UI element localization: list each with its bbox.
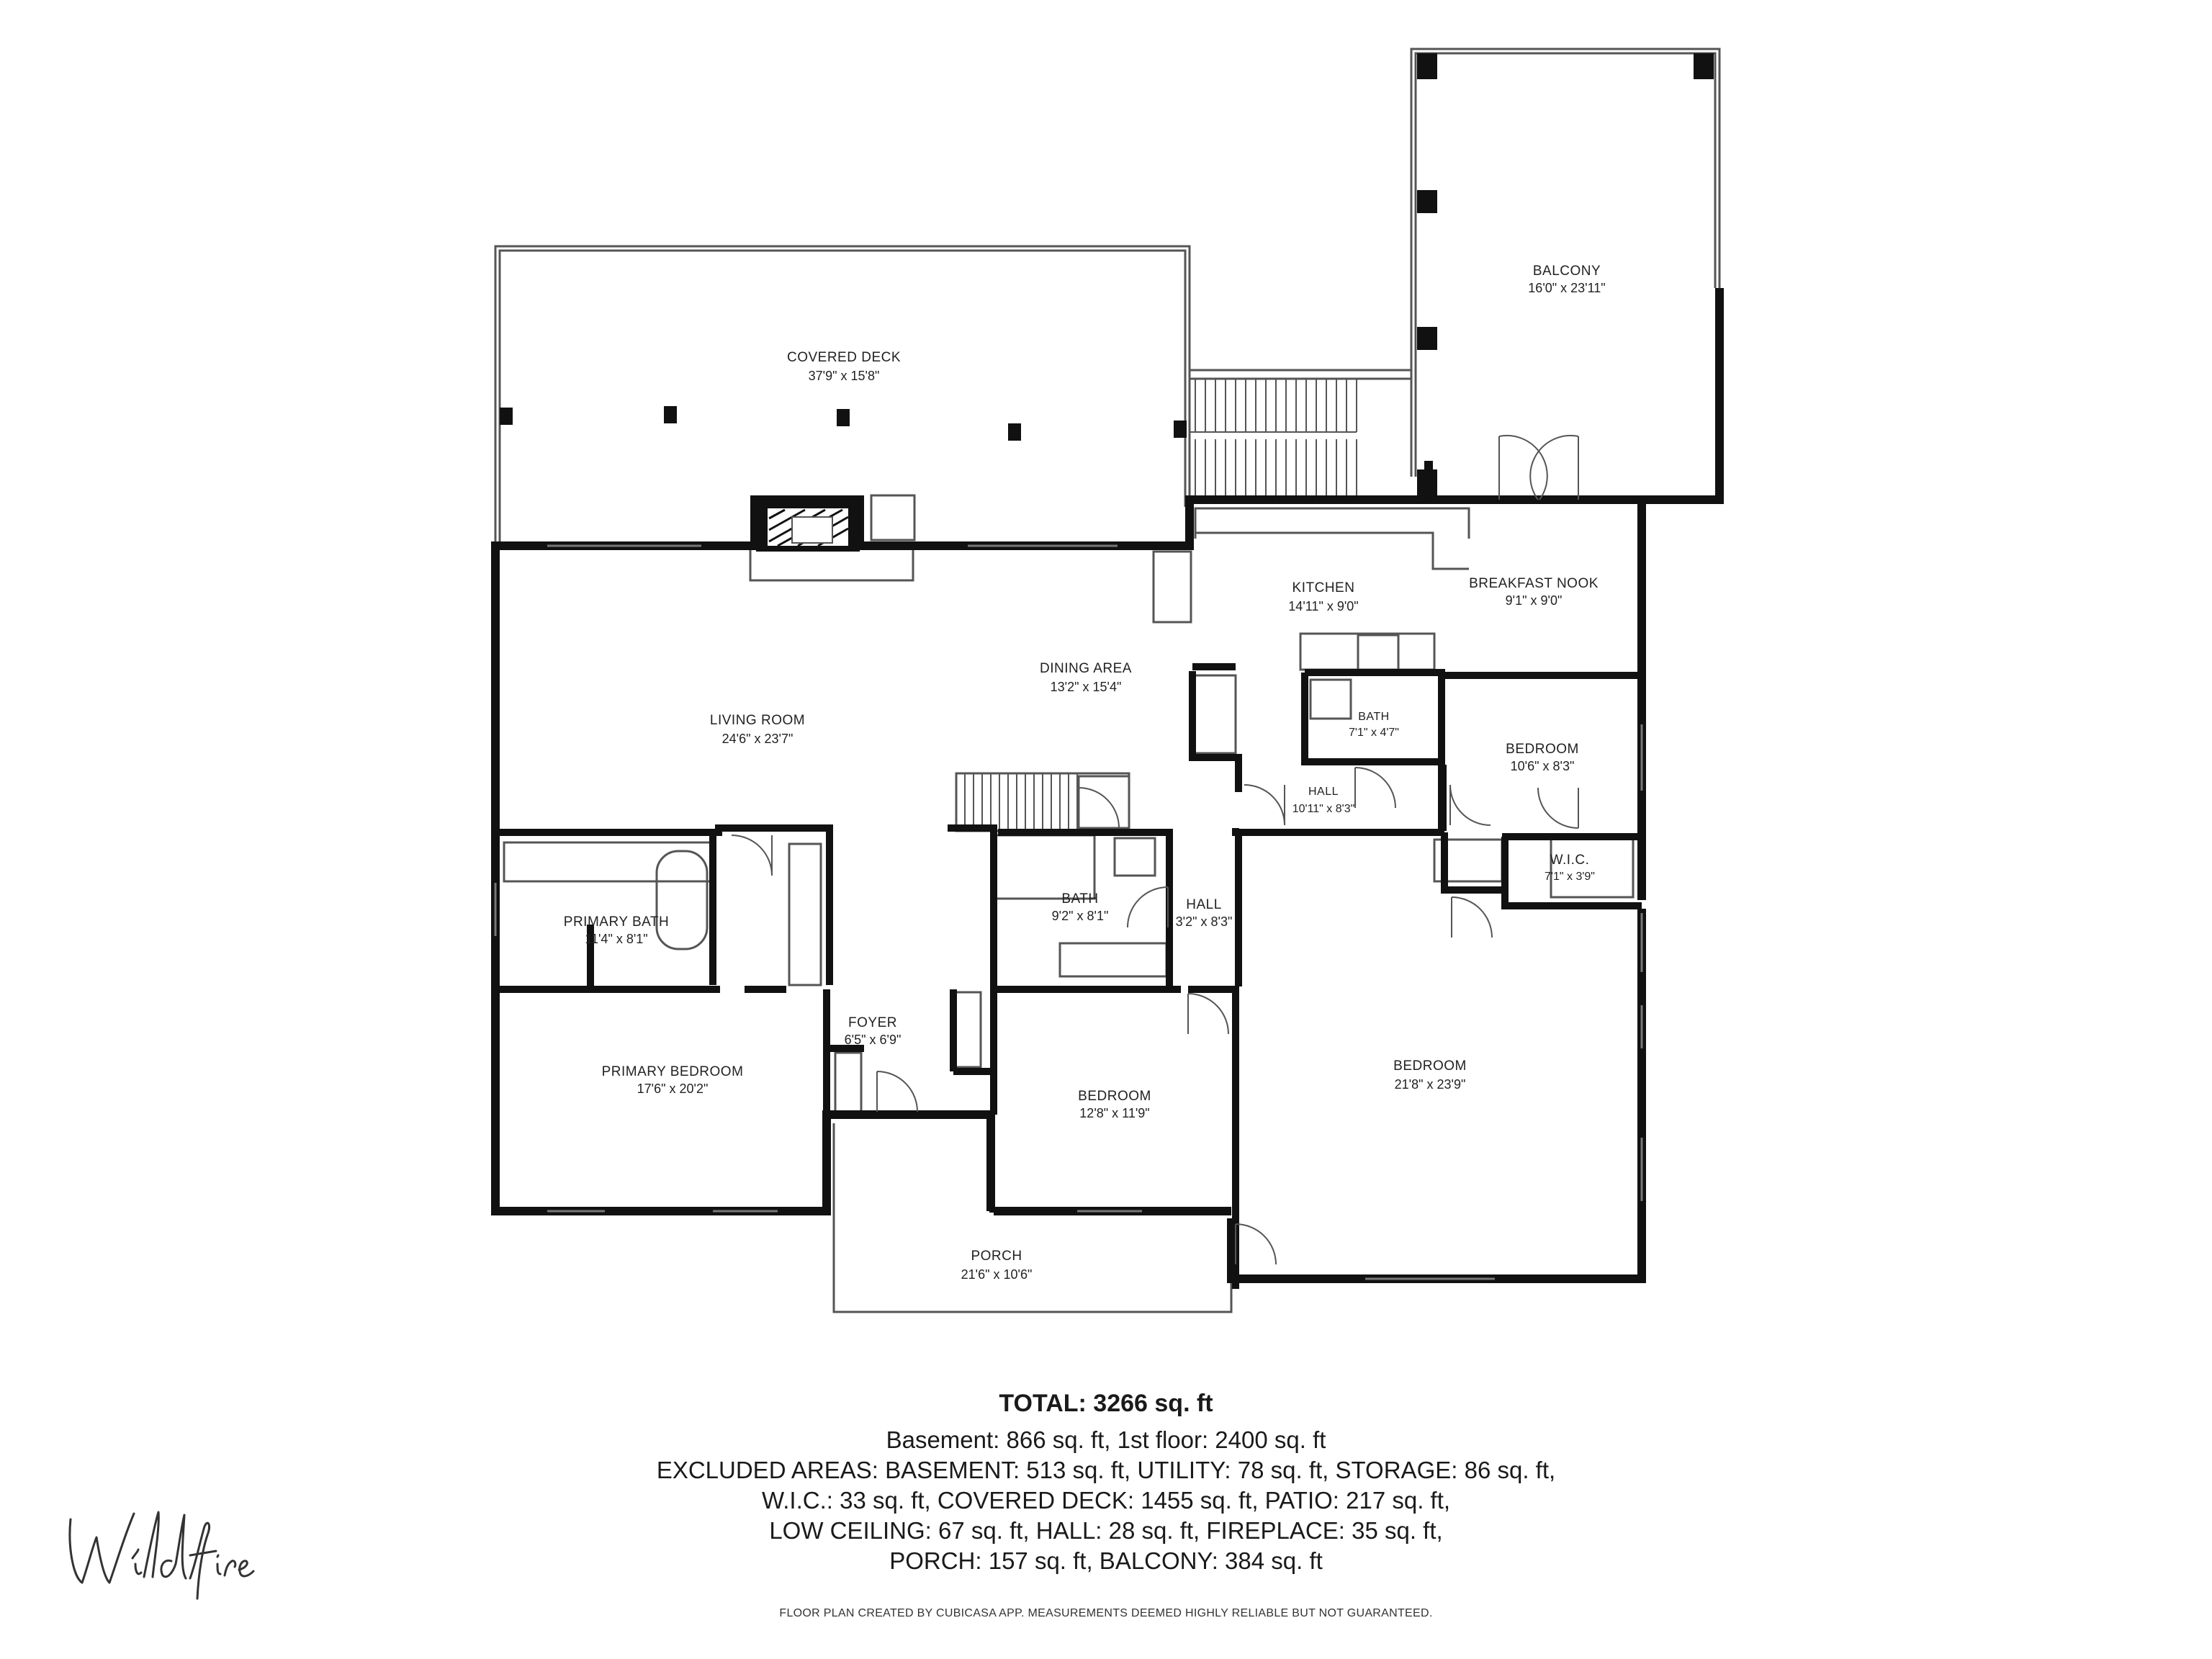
room-name-foyer: FOYER [848, 1015, 897, 1030]
room-name-wic: W.I.C. [1550, 853, 1590, 868]
room-name-balcony: BALCONY [1533, 264, 1601, 279]
room-name-bedroom-large: BEDROOM [1393, 1058, 1467, 1074]
room-dim-bedroom-center: 12'8" x 11'9" [1079, 1106, 1149, 1120]
doors [731, 434, 1579, 1265]
room-name-bedroom-ne: BEDROOM [1506, 742, 1579, 757]
room-dim-living-room: 24'6" x 23'7" [722, 732, 793, 746]
room-dim-balcony: 16'0" x 23'11" [1528, 281, 1605, 295]
room-dim-bedroom-large: 21'8" x 23'9" [1395, 1077, 1466, 1092]
windows [494, 544, 1643, 1280]
room-labels: COVERED DECK 37'9" x 15'8" BALCONY 16'0"… [564, 264, 1606, 1282]
room-dim-hall-upper: 10'11" x 8'3" [1292, 803, 1355, 815]
total-area: TOTAL: 3266 sq. ft [999, 1390, 1213, 1417]
deck-posts [500, 53, 1714, 498]
room-name-bath-upper: BATH [1358, 711, 1389, 723]
room-name-dining-area: DINING AREA [1040, 661, 1132, 676]
fireplace [756, 500, 860, 552]
room-name-bedroom-center: BEDROOM [1078, 1089, 1151, 1104]
room-dim-covered-deck: 37'9" x 15'8" [809, 369, 880, 383]
summary-excluded-4: PORCH: 157 sq. ft, BALCONY: 384 sq. ft [889, 1547, 1323, 1574]
room-name-porch: PORCH [971, 1249, 1022, 1264]
room-dim-kitchen: 14'11" x 9'0" [1288, 599, 1358, 613]
disclaimer: FLOOR PLAN CREATED BY CUBICASA APP. MEAS… [779, 1607, 1433, 1619]
room-dim-breakfast-nook: 9'1" x 9'0" [1506, 593, 1563, 608]
room-name-kitchen: KITCHEN [1292, 580, 1355, 595]
room-name-breakfast-nook: BREAKFAST NOOK [1469, 576, 1599, 591]
room-name-hall-upper: HALL [1308, 786, 1339, 798]
room-dim-primary-bath: 11'4" x 8'1" [585, 932, 647, 946]
room-dim-bedroom-ne: 10'6" x 8'3" [1511, 759, 1575, 773]
summary-excluded-3: LOW CEILING: 67 sq. ft, HALL: 28 sq. ft,… [769, 1517, 1443, 1544]
wildfire-signature-logo [68, 1511, 255, 1600]
stair-treads [964, 379, 1357, 831]
exterior-walls [491, 288, 1724, 1283]
room-name-primary-bedroom: PRIMARY BEDROOM [602, 1064, 744, 1079]
room-dim-primary-bedroom: 17'6" x 20'2" [637, 1082, 709, 1096]
room-dim-dining-area: 13'2" x 15'4" [1051, 680, 1122, 694]
room-name-living-room: LIVING ROOM [710, 713, 805, 728]
room-name-primary-bath: PRIMARY BATH [564, 914, 669, 930]
room-name-bath-center: BATH [1061, 891, 1098, 907]
summary-excluded-1: EXCLUDED AREAS: BASEMENT: 513 sq. ft, UT… [656, 1457, 1556, 1483]
room-name-hall-center: HALL [1186, 897, 1222, 912]
room-dim-hall-center: 3'2" x 8'3" [1176, 914, 1233, 929]
room-dim-wic: 7'1" x 3'9" [1545, 871, 1595, 883]
summary-excluded-2: W.I.C.: 33 sq. ft, COVERED DECK: 1455 sq… [761, 1487, 1451, 1514]
room-name-covered-deck: COVERED DECK [787, 350, 901, 365]
room-dim-bath-center: 9'2" x 8'1" [1052, 909, 1109, 923]
room-dim-bath-upper: 7'1" x 4'7" [1349, 727, 1399, 739]
summary-floor-areas: Basement: 866 sq. ft, 1st floor: 2400 sq… [886, 1426, 1326, 1453]
interior-walls [495, 663, 1642, 1289]
room-dim-porch: 21'6" x 10'6" [961, 1267, 1033, 1282]
room-dim-foyer: 6'5" x 6'9" [845, 1033, 902, 1047]
